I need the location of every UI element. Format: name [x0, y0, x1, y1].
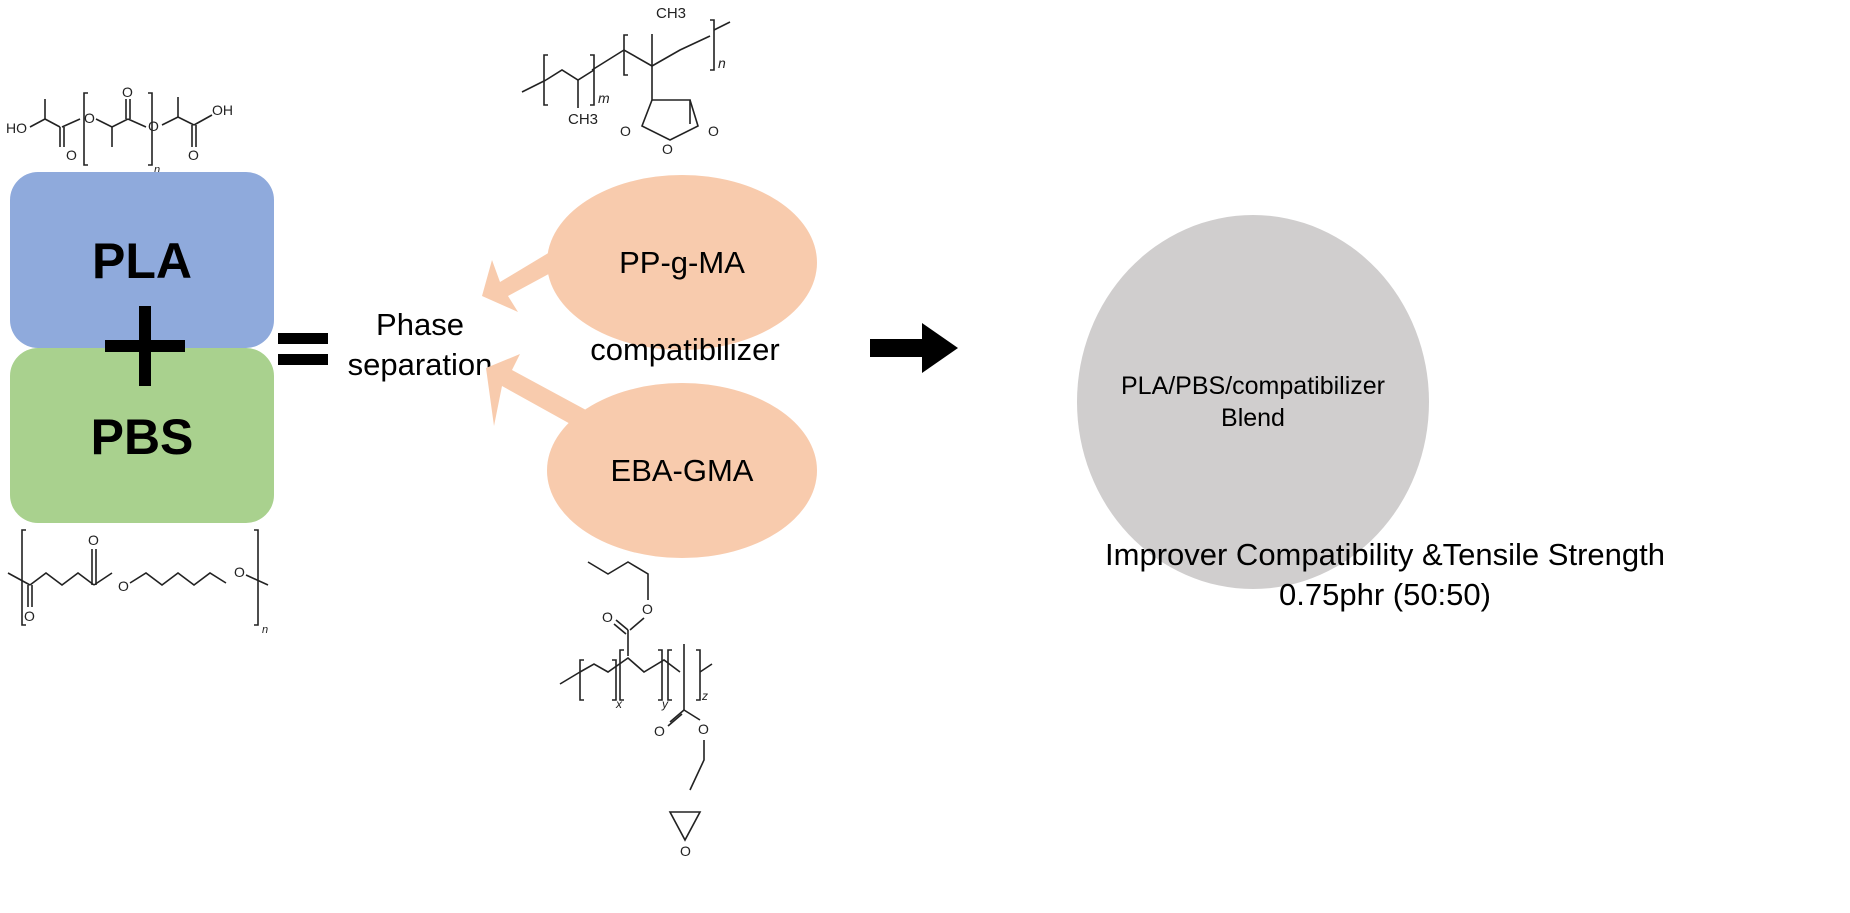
- svg-text:O: O: [24, 608, 35, 624]
- pbs-label: PBS: [90, 409, 194, 465]
- svg-text:m: m: [598, 90, 610, 106]
- svg-text:O: O: [698, 721, 709, 737]
- pbs-subscript-n: n: [262, 624, 268, 636]
- svg-text:O: O: [642, 601, 653, 617]
- eba-gma-node: EBA-GMA: [547, 383, 817, 558]
- svg-text:O: O: [654, 723, 665, 739]
- pla-chemical-structure: HO O O O n O O OH: [6, 84, 233, 176]
- eba-gma-label: EBA-GMA: [610, 452, 754, 488]
- svg-text:O: O: [234, 564, 245, 580]
- pp-g-ma-label: PP-g-MA: [619, 244, 745, 280]
- svg-text:x: x: [615, 697, 623, 711]
- svg-text:y: y: [661, 697, 669, 711]
- svg-text:O: O: [122, 84, 133, 100]
- blend-label-line1: PLA/PBS/compatibilizer: [1120, 371, 1385, 400]
- svg-text:O: O: [66, 147, 77, 163]
- svg-text:O: O: [620, 123, 631, 139]
- pp-g-ma-chemical-structure: CH3 m CH3 n O O O: [521, 5, 731, 157]
- phase-separation-label: Phase separation: [347, 307, 493, 382]
- pp-g-ma-node: PP-g-MA: [547, 175, 817, 350]
- pla-subscript-n: n: [154, 164, 160, 176]
- svg-text:O: O: [680, 843, 691, 859]
- pla-ho-group: HO: [6, 120, 27, 136]
- pbs-chemical-structure: O O O O n: [7, 529, 269, 636]
- svg-text:O: O: [84, 110, 95, 126]
- blend-label-line2: Blend: [1221, 404, 1285, 432]
- svg-text:O: O: [662, 141, 673, 157]
- svg-text:O: O: [148, 118, 159, 134]
- eba-gma-chemical-structure: O O x y z O O O: [559, 561, 713, 859]
- pla-label: PLA: [92, 233, 192, 289]
- equals-icon: [278, 333, 328, 365]
- result-caption-line2: 0.75phr (50:50): [1279, 577, 1491, 613]
- blend-node: PLA/PBS/compatibilizer Blend: [1077, 215, 1429, 589]
- result-caption-line1: Improver Compatibility &Tensile Strength: [1105, 537, 1665, 572]
- plus-icon: [105, 306, 185, 386]
- pp-ch3-top: CH3: [656, 5, 686, 22]
- compatibilizer-label: compatibilizer: [590, 332, 780, 367]
- pp-ch3-bottom: CH3: [568, 111, 598, 128]
- result-caption: Improver Compatibility &Tensile Strength…: [930, 535, 1840, 616]
- svg-text:z: z: [701, 689, 708, 703]
- svg-text:O: O: [88, 532, 99, 548]
- pla-oh-group: OH: [212, 102, 233, 118]
- svg-text:n: n: [718, 55, 726, 71]
- svg-text:O: O: [118, 578, 129, 594]
- arrow-right-icon: [870, 323, 958, 373]
- svg-text:O: O: [602, 609, 613, 625]
- svg-text:O: O: [708, 123, 719, 139]
- arrow-icon-from-eba-gma: [486, 354, 586, 426]
- svg-text:O: O: [188, 147, 199, 163]
